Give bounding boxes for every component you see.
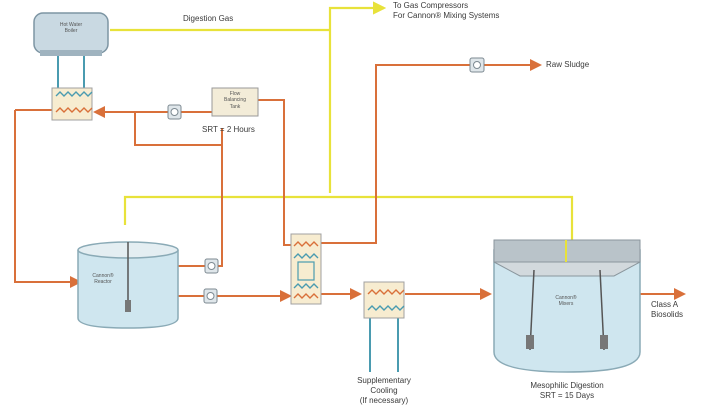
boiler-label-line2: Boiler	[64, 28, 78, 35]
flow-tank-line2: Balancing	[224, 97, 246, 104]
flow-tank-line1: Flow	[229, 91, 241, 97]
supplementary-cooler	[363, 281, 405, 319]
hot-water-boiler	[33, 12, 109, 56]
pump-branch	[134, 112, 222, 146]
supplementary-line1: Supplementary	[357, 376, 411, 385]
boiler-label-line1: Hot Water	[59, 22, 83, 28]
cannon-reactor	[77, 241, 179, 329]
class-a-line2: Biosolids	[651, 310, 684, 319]
flow-tank-in	[258, 99, 292, 246]
boiler-heat-exchanger	[51, 87, 93, 121]
raw-sludge-label: Raw Sludge	[546, 60, 590, 69]
srt-2-hours-label: SRT = 2 Hours	[202, 125, 255, 134]
digestion-gas-label: Digestion Gas	[183, 14, 234, 23]
pump-reactor-upper	[204, 258, 219, 274]
supplementary-line3: (If necessary)	[359, 396, 409, 405]
heat-loop-left	[14, 110, 82, 288]
flow-tank-label: Flow Balancing Tank	[212, 91, 258, 110]
flow-tank-line3: Tank	[229, 103, 241, 110]
class-a-line1: Class A	[651, 300, 679, 309]
digester-label-line2: SRT = 15 Days	[539, 391, 595, 400]
flow-balancing-tank	[211, 87, 259, 117]
supplementary-line2: Cooling	[370, 386, 398, 395]
reactor-label: Cannon® Reactor	[80, 273, 126, 286]
mixers-label-line2: Mixers	[558, 301, 574, 308]
mixers-label: Cannon® Mixers	[544, 295, 588, 308]
pump-raw-sludge	[469, 57, 485, 73]
pump-recirc	[167, 104, 182, 120]
reactor-label-line2: Reactor	[94, 279, 112, 286]
gas-compressor-line	[328, 1, 387, 30]
raw-sludge-feed	[318, 64, 470, 244]
main-heat-exchanger	[290, 233, 322, 305]
gas-compressors-line2: For Cannon® Mixing Systems	[393, 11, 500, 20]
boiler-label: Hot Water Boiler	[44, 22, 98, 35]
class-a-biosolids-label: Class A Biosolids	[651, 300, 683, 320]
gas-compressors-label: To Gas Compressors For Cannon® Mixing Sy…	[393, 1, 499, 21]
supplementary-cooling-label: Supplementary Cooling (If necessary)	[340, 376, 428, 406]
gas-header-line	[123, 195, 574, 240]
mesophilic-digestion-label: Mesophilic Digestion SRT = 15 Days	[512, 381, 622, 401]
pump-reactor-lower	[203, 288, 218, 304]
mesophilic-digester	[493, 239, 641, 373]
reactor-label-line1: Cannon®	[92, 273, 114, 279]
gas-compressors-line1: To Gas Compressors	[393, 1, 469, 10]
mixers-label-line1: Cannon®	[555, 295, 577, 301]
digester-label-line1: Mesophilic Digestion	[530, 381, 604, 390]
